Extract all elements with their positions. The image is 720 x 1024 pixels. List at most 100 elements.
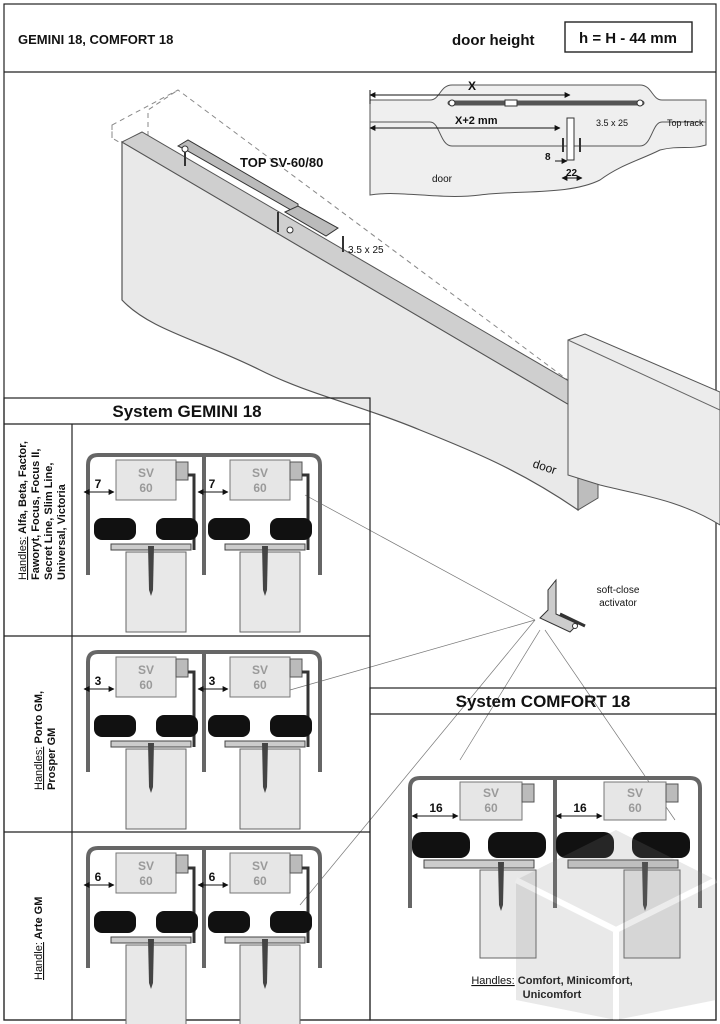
sv-label: 60 <box>253 874 267 888</box>
door-panel <box>239 551 301 633</box>
dim-x-label: X <box>468 79 476 93</box>
door-height-label: door height <box>452 32 535 49</box>
bracket <box>175 658 189 678</box>
gap-dimension: 7 <box>95 477 102 491</box>
bracket <box>289 854 303 874</box>
gemini-title: System GEMINI 18 <box>112 402 261 421</box>
door-panel <box>125 748 187 830</box>
formula: h = H - 44 mm <box>579 30 677 47</box>
sv-block <box>229 852 291 894</box>
sv-block <box>229 656 291 698</box>
mounting-detail: X X+2 mm 3.5 x 25 Top track 8 22 door <box>369 79 707 197</box>
screw <box>262 743 268 793</box>
sv-label: 60 <box>253 678 267 692</box>
activator-line1: soft-close <box>597 585 640 596</box>
comfort-table: System COMFORT 18 Handles: Comfort, Mini… <box>369 687 717 1021</box>
screw <box>262 939 268 989</box>
isometric-door-view: door TOP SV-60/80 3.5 x 25 <box>111 89 720 526</box>
sv-label: 60 <box>139 678 153 692</box>
plate <box>567 859 679 869</box>
gemini-handles-row2: Handles: Porto GM, Prosper GM <box>33 688 58 790</box>
door-panel <box>125 944 187 1024</box>
bracket <box>665 783 679 803</box>
gemini-table: System GEMINI 18 Handles: Alfa, Beta, Fa… <box>3 397 371 1021</box>
roller <box>156 715 198 737</box>
door-panel <box>239 944 301 1024</box>
activator-line2: activator <box>599 598 637 609</box>
gap-dimension: 3 <box>209 674 216 688</box>
roller <box>488 832 546 858</box>
gap-dimension: 16 <box>429 801 443 815</box>
gap-dimension: 16 <box>573 801 587 815</box>
roller <box>632 832 690 858</box>
screw <box>262 546 268 596</box>
screw <box>148 546 154 596</box>
comfort-handles-line2: Unicomfort <box>523 989 582 1001</box>
screw-label-detail: 3.5 x 25 <box>596 118 628 128</box>
gap-dimension: 7 <box>209 477 216 491</box>
roller <box>208 911 250 933</box>
sv-label: 60 <box>484 801 498 815</box>
door-panel <box>125 551 187 633</box>
roller <box>94 518 136 540</box>
sv-block <box>229 459 291 501</box>
sv-block <box>115 656 177 698</box>
roller <box>208 518 250 540</box>
sv-label: SV <box>138 663 154 677</box>
gemini-handles-row3: Handle: Arte GM <box>33 897 45 980</box>
gemini-handles-row1: Handles: Alfa, Beta, Factor, Faworyt, Fo… <box>17 438 68 580</box>
sv-label: 60 <box>139 874 153 888</box>
sv-block <box>115 459 177 501</box>
sv-label: 60 <box>628 801 642 815</box>
fitting-label: TOP SV-60/80 <box>240 155 323 170</box>
plate <box>423 859 535 869</box>
dim-x2-label: X+2 mm <box>455 115 498 127</box>
roller <box>156 518 198 540</box>
roller <box>270 518 312 540</box>
bracket <box>521 783 535 803</box>
roller <box>208 715 250 737</box>
gap-dimension: 6 <box>95 870 102 884</box>
sv-label: SV <box>138 466 154 480</box>
gap-dimension: 3 <box>95 674 102 688</box>
dim-8: 8 <box>545 152 551 163</box>
sv-label: SV <box>483 786 499 800</box>
sv-label: SV <box>252 859 268 873</box>
roller <box>556 832 614 858</box>
comfort-handles-line1: Handles: Comfort, Minicomfort, <box>471 975 632 987</box>
sv-label: SV <box>252 663 268 677</box>
roller <box>156 911 198 933</box>
formula-box <box>564 21 693 53</box>
roller <box>94 911 136 933</box>
bracket <box>175 854 189 874</box>
sv-label: SV <box>252 466 268 480</box>
sv-block <box>115 852 177 894</box>
roller <box>270 911 312 933</box>
comfort-title: System COMFORT 18 <box>456 692 631 711</box>
screw <box>642 862 648 911</box>
roller <box>94 715 136 737</box>
bracket <box>289 461 303 481</box>
roller <box>412 832 470 858</box>
screw <box>148 743 154 793</box>
sv-block <box>459 781 523 821</box>
top-track-label: Top track <box>667 118 704 128</box>
sv-label: 60 <box>139 481 153 495</box>
screw <box>498 862 504 911</box>
dim-22: 22 <box>566 168 578 179</box>
roller <box>270 715 312 737</box>
screw <box>148 939 154 989</box>
door-panel <box>239 748 301 830</box>
bracket <box>289 658 303 678</box>
sv-label: SV <box>627 786 643 800</box>
sv-label: 60 <box>253 481 267 495</box>
gap-dimension: 6 <box>209 870 216 884</box>
screw-label-iso: 3.5 x 25 <box>348 245 384 256</box>
watermark-cube <box>514 830 718 1020</box>
door-panel <box>479 869 537 959</box>
